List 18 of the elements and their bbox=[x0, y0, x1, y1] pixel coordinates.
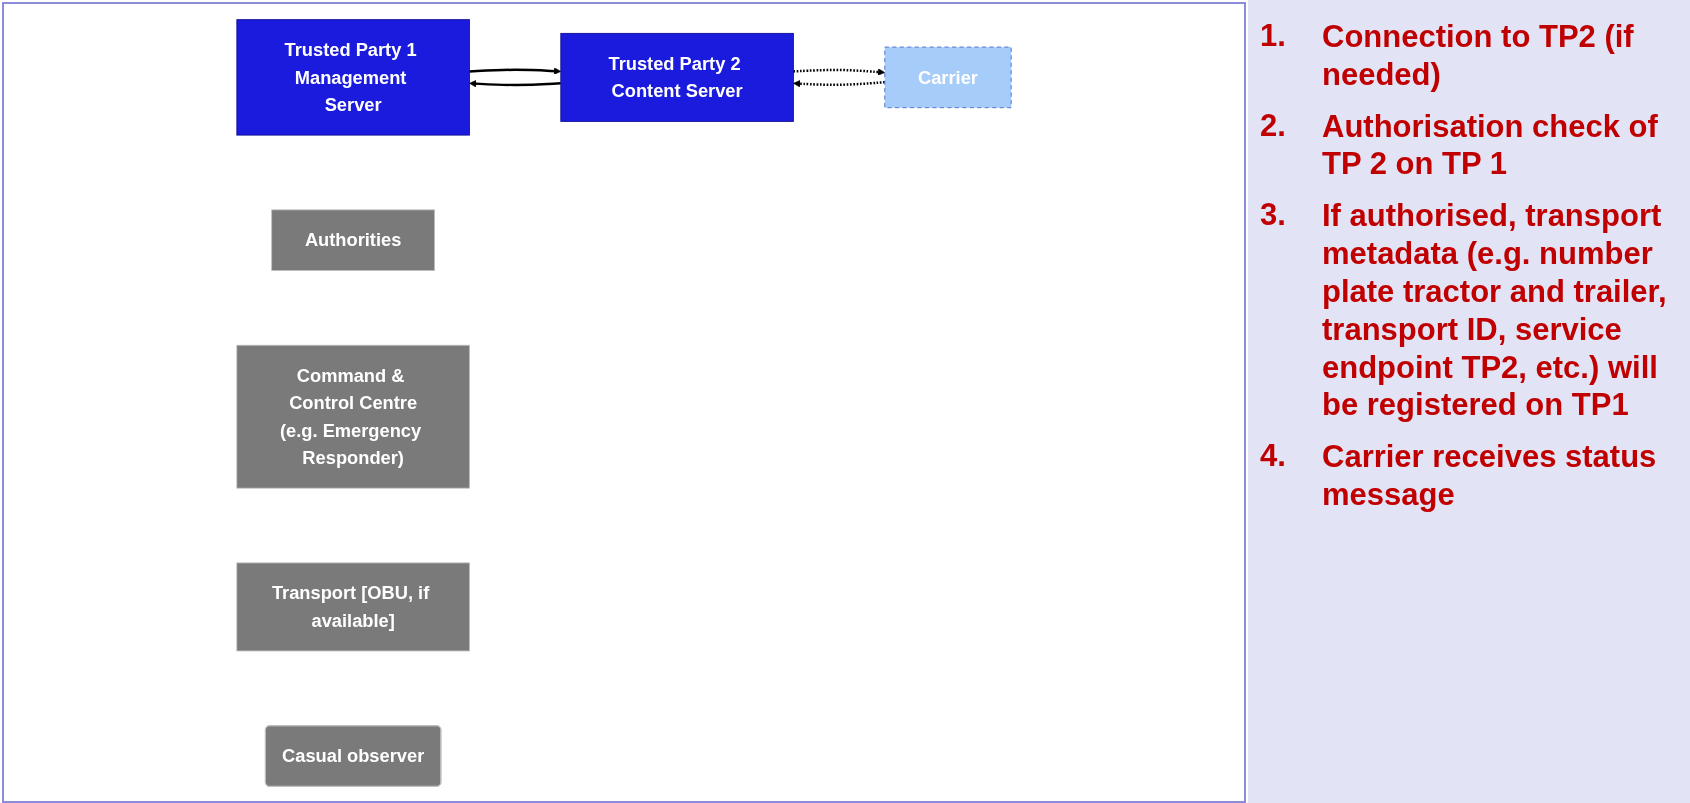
node-box: Carrier bbox=[884, 46, 1012, 108]
node-box: Trusted Party 1 Management Server bbox=[236, 18, 470, 136]
node-box: Transport [OBU, if available] bbox=[236, 562, 470, 651]
list-item-text: Connection to TP2 (if needed) bbox=[1322, 18, 1635, 94]
node-box: Authorities bbox=[271, 208, 435, 271]
list-number: 1. bbox=[1260, 18, 1287, 55]
arrow bbox=[469, 79, 561, 87]
list-item-text: Authorisation check of TP 2 on TP 1 bbox=[1322, 107, 1659, 184]
arrow bbox=[469, 66, 562, 75]
list-number: 2. bbox=[1260, 107, 1287, 145]
list-item-text: Carrier receives status message bbox=[1322, 438, 1658, 514]
node-box: Command & Control Centre (e.g. Emergency Responder) bbox=[236, 344, 470, 489]
list-number: 3. bbox=[1260, 197, 1287, 235]
list-item-text: If authorised, transport metadata (e.g. number plate tractor and trailer, transport ID, service endpoint TP2, etc.) will be registered on TP1 bbox=[1322, 197, 1668, 425]
arrow bbox=[793, 67, 886, 76]
arrow bbox=[793, 79, 885, 87]
list-number: 4. bbox=[1260, 438, 1287, 476]
node-box: Trusted Party 2 Content Server bbox=[560, 32, 794, 122]
